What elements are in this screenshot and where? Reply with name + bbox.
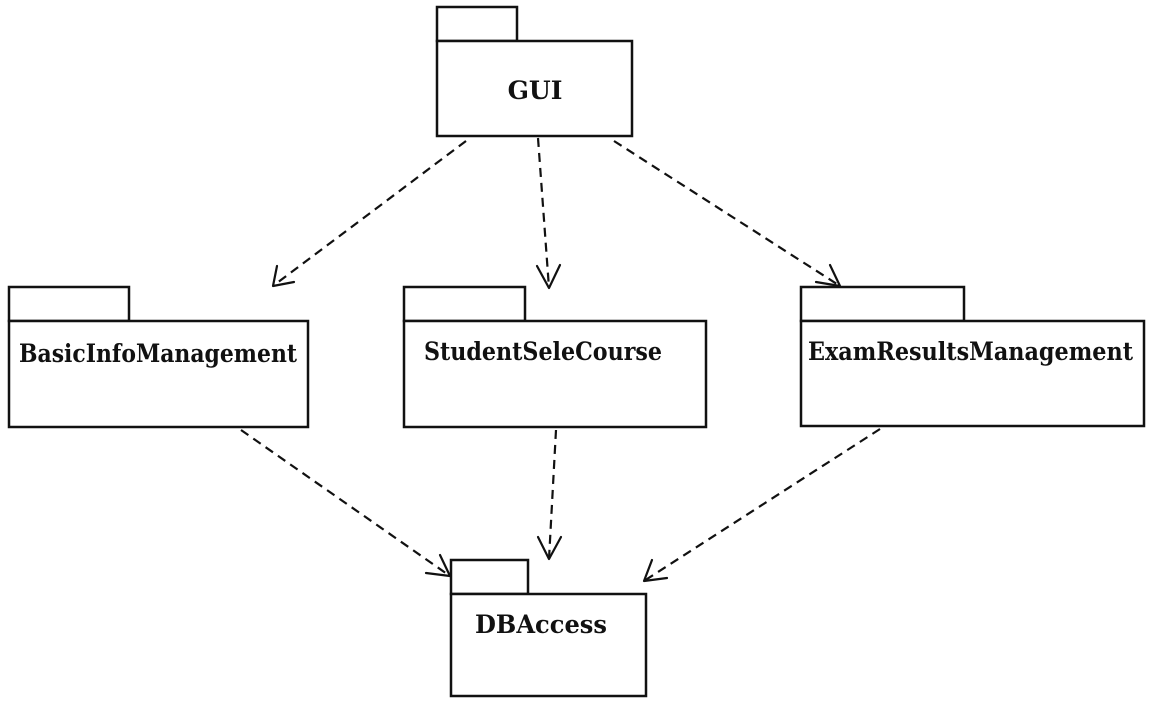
arrowhead-icon: [642, 558, 669, 583]
package-studentselecourse-body: [402, 319, 708, 429]
package-gui[interactable]: GUI: [435, 5, 634, 138]
dependency-line: [613, 140, 841, 287]
package-gui-body: [435, 39, 634, 138]
arrowhead-icon: [814, 263, 842, 288]
package-studentselecourse-tab: [402, 285, 527, 323]
arrowhead-icon: [424, 553, 452, 578]
package-examresultsmanagement-tab: [799, 285, 966, 323]
package-dbaccess-tab: [449, 558, 530, 596]
package-basicinfomanagement[interactable]: BasicInfoManagement: [7, 285, 310, 429]
package-studentselecourse[interactable]: StudentSeleCourse: [402, 285, 708, 429]
dependency-line: [547, 429, 558, 560]
arrowhead-icon: [535, 263, 562, 290]
package-studentselecourse-label: StudentSeleCourse: [424, 337, 662, 366]
arrowhead-icon: [536, 535, 563, 561]
package-dbaccess-body: [449, 592, 648, 698]
package-examresultsmanagement-label: ExamResultsManagement: [808, 337, 1133, 366]
package-gui-tab: [435, 5, 519, 43]
package-dbaccess[interactable]: DBAccess: [449, 558, 648, 698]
dependency-line: [643, 428, 881, 582]
package-gui-label: GUI: [508, 76, 563, 105]
dependency-line: [536, 137, 551, 289]
dependency-line: [240, 429, 451, 577]
dependency-basicinfomanagement-to-dbaccess: [240, 429, 452, 578]
dependency-studentselecourse-to-dbaccess: [536, 429, 563, 561]
dependency-gui-to-studentselecourse: [535, 137, 562, 290]
arrowhead-icon: [271, 264, 296, 288]
package-examresultsmanagement[interactable]: ExamResultsManagement: [799, 285, 1146, 428]
package-basicinfomanagement-tab: [7, 285, 131, 323]
package-dbaccess-label: DBAccess: [475, 610, 607, 639]
dependency-examresultsmanagement-to-dbaccess: [642, 428, 881, 583]
package-basicinfomanagement-label: BasicInfoManagement: [19, 339, 297, 368]
dependency-line: [272, 140, 467, 287]
dependency-gui-to-examresultsmanagement: [613, 140, 842, 288]
package-examresultsmanagement-body: [799, 319, 1146, 428]
dependency-gui-to-basicinfomanagement: [271, 140, 467, 288]
package-basicinfomanagement-body: [7, 319, 310, 429]
